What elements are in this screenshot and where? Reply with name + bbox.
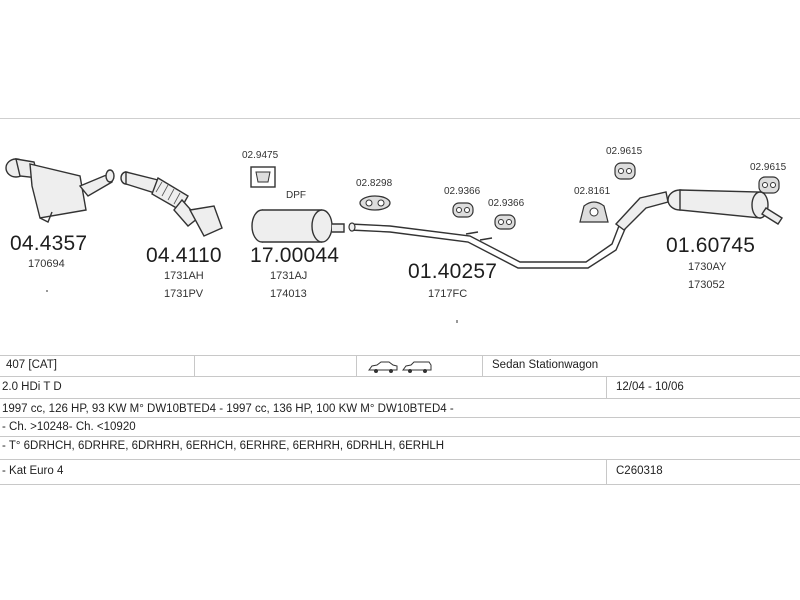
part-ref-2a: 1731AH bbox=[164, 270, 204, 282]
hanger-icon[interactable] bbox=[578, 200, 610, 224]
col-divider bbox=[356, 356, 357, 376]
dpf-drawing[interactable] bbox=[248, 202, 348, 252]
catalog-code: C260318 bbox=[616, 465, 663, 477]
table-row-chassis: - Ch. >10248- Ch. <10920 bbox=[0, 418, 800, 437]
part-number-1[interactable]: 04.4357 bbox=[10, 232, 88, 255]
table-row-types: - T° 6DRHCH, 6DRHRE, 6DRHRH, 6ERHCH, 6ER… bbox=[0, 437, 800, 460]
clamp-icon[interactable] bbox=[358, 194, 392, 212]
rubber-mount-icon-1[interactable] bbox=[452, 202, 474, 218]
table-row-model: 407 [CAT] Sedan Stationwagon bbox=[0, 355, 800, 377]
sedan-car-icon bbox=[368, 361, 398, 373]
part-number-3[interactable]: 17.00044 bbox=[250, 244, 340, 267]
part-tag-dpf: DPF bbox=[286, 190, 306, 201]
type-codes: - T° 6DRHCH, 6DRHRE, 6DRHRH, 6ERHCH, 6ER… bbox=[2, 440, 445, 452]
accessory-number-1[interactable]: 02.9475 bbox=[242, 150, 279, 161]
col-divider bbox=[194, 356, 195, 376]
gasket-icon[interactable] bbox=[250, 166, 276, 188]
bracket-icon-2[interactable] bbox=[758, 176, 780, 194]
chassis-range: - Ch. >10248- Ch. <10920 bbox=[2, 421, 136, 433]
production-period: 12/04 - 10/06 bbox=[616, 381, 684, 393]
table-row-specs: 1997 cc, 126 HP, 93 KW M° DW10BTED4 - 19… bbox=[0, 399, 800, 418]
part-number-4[interactable]: 01.40257 bbox=[408, 260, 498, 283]
accessory-number-4[interactable]: 02.9366 bbox=[488, 198, 525, 209]
accessory-number-3[interactable]: 02.9366 bbox=[444, 186, 481, 197]
speck-1 bbox=[46, 290, 48, 292]
rear-silencer-drawing[interactable] bbox=[610, 184, 790, 234]
model-label: 407 [CAT] bbox=[6, 359, 57, 371]
part-ref-3b: 174013 bbox=[270, 288, 307, 300]
front-pipe-drawing[interactable] bbox=[0, 146, 120, 226]
col-divider bbox=[606, 460, 607, 484]
speck-2 bbox=[456, 320, 458, 323]
exhaust-system-diagram: 04.4357 170694 04.4110 1731AH 1731PV 02.… bbox=[0, 118, 800, 358]
flex-pipe-drawing[interactable] bbox=[118, 170, 238, 240]
accessory-number-2[interactable]: 02.8298 bbox=[356, 178, 393, 189]
body-types: Sedan Stationwagon bbox=[492, 359, 599, 371]
table-row-engine: 2.0 HDi T D 12/04 - 10/06 bbox=[0, 376, 800, 399]
col-divider bbox=[606, 376, 607, 398]
part-ref-1a: 170694 bbox=[28, 258, 65, 270]
rubber-mount-icon-2[interactable] bbox=[494, 214, 516, 230]
emission-standard: - Kat Euro 4 bbox=[2, 465, 64, 477]
part-number-5[interactable]: 01.60745 bbox=[666, 234, 756, 257]
part-ref-4a: 1717FC bbox=[428, 288, 468, 300]
bracket-icon-1[interactable] bbox=[614, 162, 636, 180]
part-ref-5a: 1730AY bbox=[688, 261, 727, 273]
table-row-emission: - Kat Euro 4 C260318 bbox=[0, 460, 800, 485]
part-ref-3a: 1731AJ bbox=[270, 270, 308, 282]
engine-specs: 1997 cc, 126 HP, 93 KW M° DW10BTED4 - 19… bbox=[2, 403, 454, 415]
accessory-number-7[interactable]: 02.9615 bbox=[750, 162, 787, 173]
part-number-2[interactable]: 04.4110 bbox=[146, 244, 222, 267]
stationwagon-car-icon bbox=[402, 361, 432, 373]
part-ref-2b: 1731PV bbox=[164, 288, 204, 300]
top-divider bbox=[0, 118, 800, 119]
accessory-number-5[interactable]: 02.8161 bbox=[574, 186, 611, 197]
engine-label: 2.0 HDi T D bbox=[2, 381, 62, 393]
accessory-number-6[interactable]: 02.9615 bbox=[606, 146, 643, 157]
part-ref-5b: 173052 bbox=[688, 279, 725, 291]
col-divider bbox=[482, 356, 483, 376]
